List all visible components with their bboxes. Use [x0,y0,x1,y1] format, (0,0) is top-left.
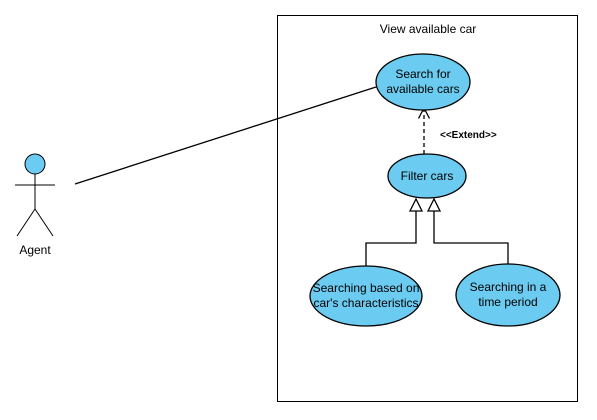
use-case-searching-characteristics[interactable]: Searching based on car's characteristics [309,265,423,327]
system-boundary [277,15,578,402]
use-case-ellipse [455,263,561,327]
actor-left-leg [16,208,36,237]
actor-head [24,153,46,175]
generalization-arrowhead-characteristics [408,197,424,212]
use-case-ellipse [387,153,467,199]
extend-label: <<Extend>> [440,130,497,141]
actor-label: Agent [19,243,51,257]
actor-right-leg [34,208,54,237]
use-case-label: Search for [395,67,450,81]
use-case-label: time period [478,295,537,309]
association-line [74,86,377,185]
use-case-filter-cars[interactable]: Filter cars [387,153,467,199]
generalization-arrowhead-time-period [426,197,442,212]
system-title: View available car [380,22,477,36]
use-case-label: available cars [386,82,459,96]
actor-agent[interactable]: Agent [15,153,55,257]
use-case-ellipse [309,265,423,327]
use-case-label: Filter cars [401,169,454,183]
use-case-search-available-cars[interactable]: Search for available cars [375,53,471,111]
use-case-label: Searching in a [470,280,547,294]
use-case-label: car's characteristics [314,296,419,310]
generalization-line-time-period [433,211,509,268]
generalization-line-characteristics [365,211,417,268]
use-case-searching-time-period[interactable]: Searching in a time period [455,263,561,327]
use-case-label: Searching based on [313,281,420,295]
use-case-ellipse [375,53,471,111]
